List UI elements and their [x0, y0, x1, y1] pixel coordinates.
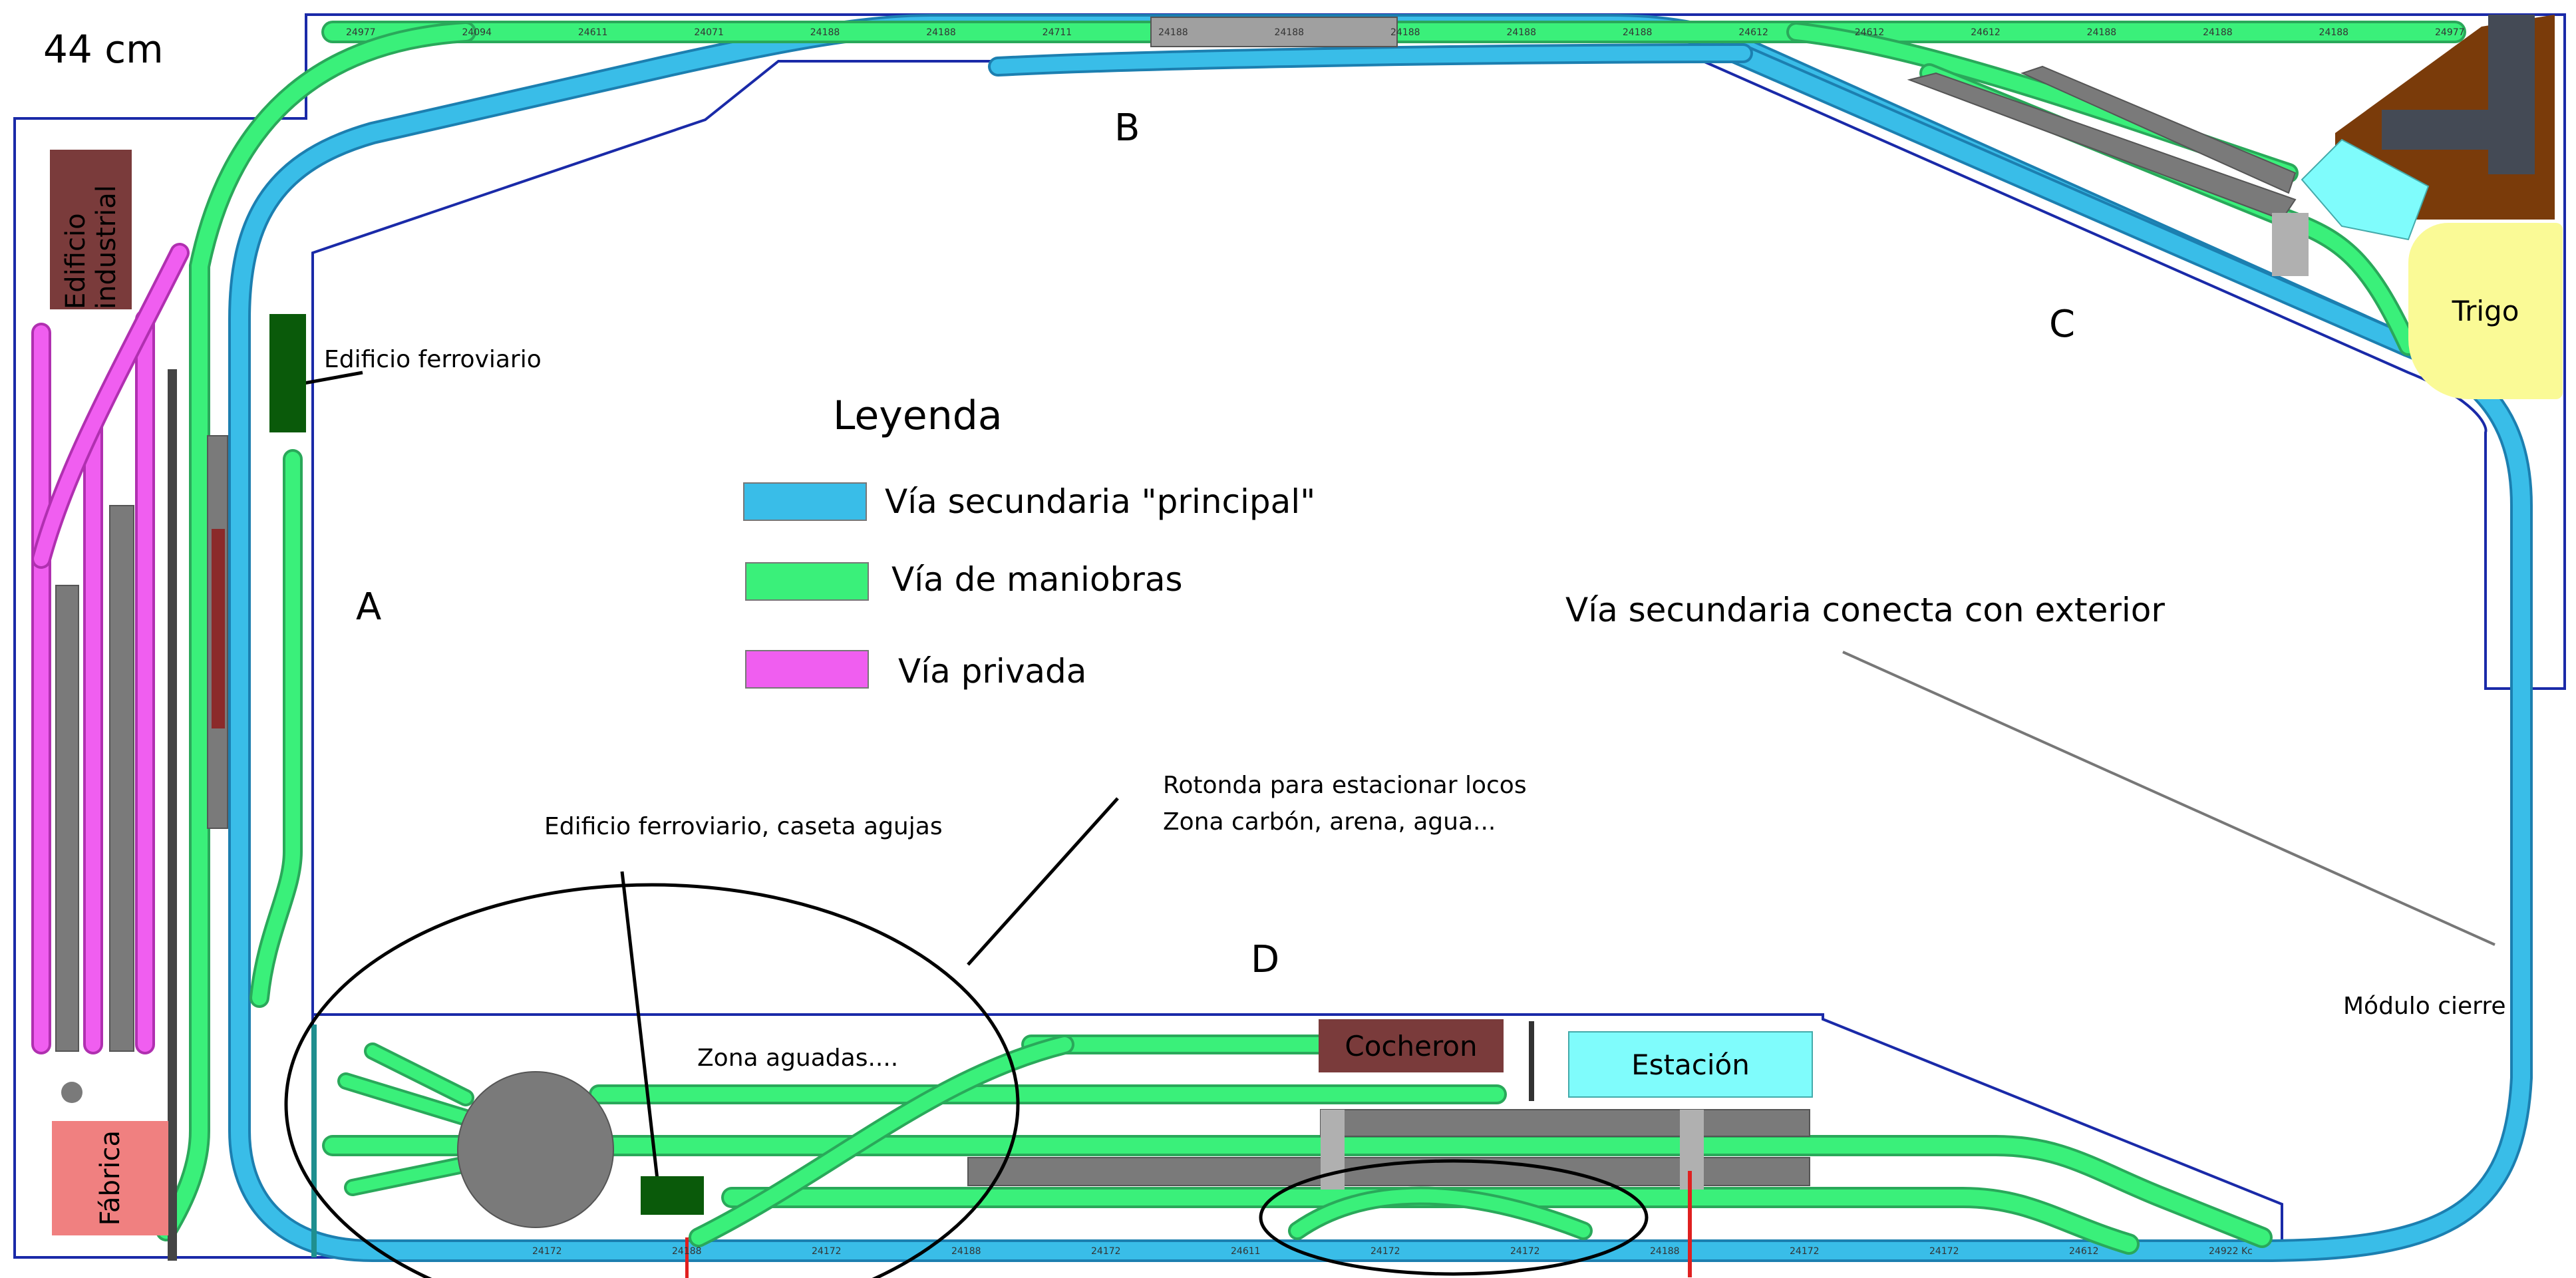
crossing-ellipse	[1259, 1159, 1649, 1276]
track-code: 24188	[810, 27, 840, 38]
wheat-area: Trigo	[2408, 223, 2563, 399]
industrial-building: Edificio industrial	[50, 150, 132, 309]
section-c-label: C	[2049, 303, 2076, 346]
track-code: 24172	[1790, 1246, 1820, 1257]
track-code: 24188	[1650, 1246, 1680, 1257]
track-code-labels-top: 24977 24094 24611 24071 24188 24188 24711 24188…	[346, 27, 2465, 38]
platforms	[55, 17, 2297, 1186]
track-code: 24188	[1158, 27, 1188, 38]
track-code: 24612	[1971, 27, 2001, 38]
track-code: 24188	[1623, 27, 1653, 38]
legend-label-shunting: Vía de maniobras	[891, 560, 1183, 599]
track-code: 24977	[2435, 27, 2465, 38]
turntable-small	[61, 1082, 82, 1103]
track-code: 24188	[951, 1246, 981, 1257]
track-code: 24188	[2087, 27, 2117, 38]
track-code: 24711	[1043, 27, 1072, 38]
track-code: 24094	[462, 27, 492, 38]
turntable-platform-v	[2488, 15, 2535, 174]
track-code: 24612	[1738, 27, 1768, 38]
track-code: 24612	[1855, 27, 1885, 38]
roundhouse-pointer	[967, 797, 1119, 966]
wheat-label: Trigo	[2452, 295, 2519, 327]
roundhouse-label-1: Rotonda para estacionar locos	[1163, 772, 1527, 799]
legend-swatch-private	[745, 650, 869, 689]
section-d-label: D	[1251, 938, 1280, 981]
factory-label: Fábrica	[94, 1130, 126, 1226]
track-code: 24172	[532, 1246, 562, 1257]
track-code: 24188	[926, 27, 956, 38]
teal-edge	[311, 1025, 317, 1257]
track-code: 24188	[1506, 27, 1536, 38]
track-code: 24172	[1929, 1246, 1959, 1257]
depot-label: Cocheron	[1345, 1029, 1478, 1062]
track-code: 24977	[346, 27, 376, 38]
legend-title: Leyenda	[833, 393, 1003, 439]
industrial-building-label: Edificio industrial	[60, 185, 122, 309]
track-code: 24611	[1231, 1246, 1261, 1257]
connection-pointer	[1842, 651, 2496, 946]
track-code: 24188	[1275, 27, 1305, 38]
dark-red-strip	[212, 529, 225, 728]
section-a-label: A	[356, 585, 382, 629]
track-code: 24172	[1370, 1246, 1400, 1257]
track-code: 24172	[1510, 1246, 1540, 1257]
railway-building-label: Edificio ferroviario	[324, 346, 542, 373]
factory-building: Fábrica	[52, 1121, 168, 1235]
scale-label: 44 cm	[43, 27, 164, 72]
roundhouse-label-2: Zona carbón, arena, agua...	[1163, 808, 1496, 836]
cyan-building	[2301, 138, 2430, 241]
water-zone-label: Zona aguadas....	[697, 1044, 899, 1072]
track-code: 24922 Kc	[2209, 1246, 2253, 1257]
switch-house-pointer	[620, 871, 661, 1192]
track-code: 24188	[2203, 27, 2233, 38]
depot-building: Cocheron	[1319, 1019, 1504, 1072]
closing-module-label: Módulo cierre	[2343, 993, 2506, 1020]
railway-building-top	[269, 314, 306, 432]
section-b-label: B	[1114, 106, 1140, 150]
station-building: Estación	[1568, 1031, 1813, 1098]
shunting-tracks	[156, 21, 2466, 1255]
secondary-connects-label: Vía secundaria conecta con exterior	[1565, 591, 2165, 629]
dark-siding	[168, 369, 177, 1261]
track-code-labels-bottom: 24172 24188 24172 24188 24172 24611 24172 24172…	[532, 1246, 2253, 1257]
track-code: 24188	[1390, 27, 1420, 38]
red-marker-1	[1688, 1171, 1692, 1277]
private-tracks	[31, 243, 190, 1054]
switch-house-label: Edificio ferroviario, caseta agujas	[544, 813, 943, 840]
track-code: 24188	[2319, 27, 2349, 38]
track-code: 24071	[694, 27, 724, 38]
dark-post	[1529, 1021, 1534, 1101]
station-label: Estación	[1631, 1048, 1750, 1081]
legend-swatch-shunting	[745, 562, 869, 601]
legend-swatch-main	[743, 482, 867, 521]
track-code: 24612	[2069, 1246, 2099, 1257]
platform-post-left	[1321, 1110, 1345, 1190]
railway-building-bottom	[641, 1176, 704, 1215]
track-code: 24172	[1091, 1246, 1121, 1257]
track-code: 24172	[812, 1246, 842, 1257]
turntable	[457, 1071, 614, 1228]
legend-label-private: Vía privada	[898, 652, 1087, 691]
track-code: 24188	[672, 1246, 702, 1257]
track-code: 24611	[578, 27, 608, 38]
roundhouse-ellipse	[284, 883, 1020, 1278]
grey-block	[2272, 213, 2309, 276]
red-marker-2	[685, 1237, 689, 1278]
legend-label-main: Vía secundaria "principal"	[885, 482, 1316, 521]
